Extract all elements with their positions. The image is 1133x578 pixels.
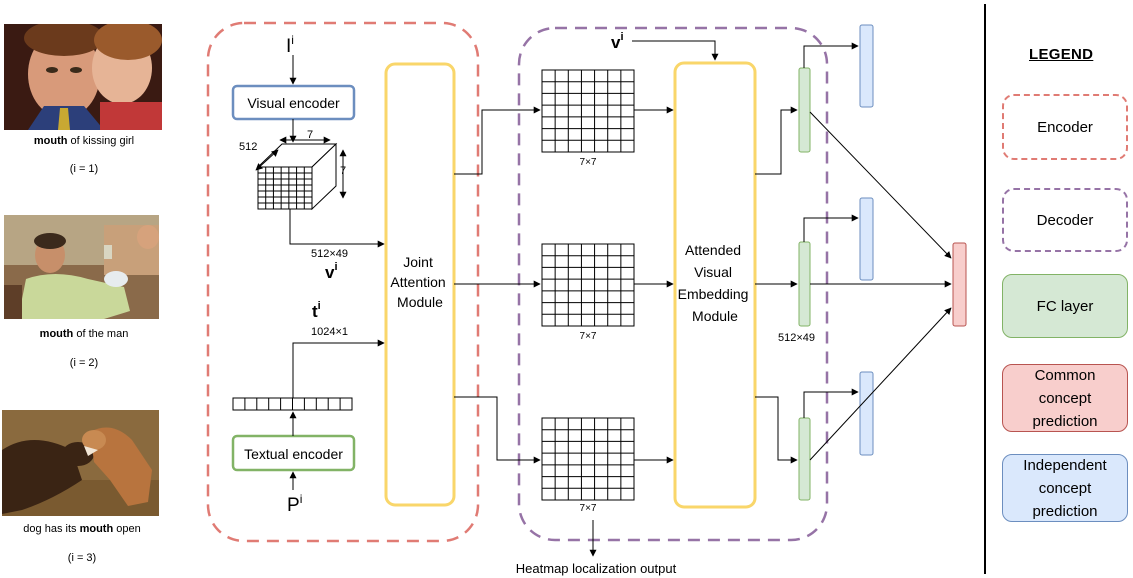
fc-size-label: 512×49 [778,332,815,344]
fc-layer-1 [798,67,811,153]
joint-attention-label: Joint Attention Module [390,254,449,310]
grid-label-3: 7×7 [580,503,597,514]
text-feature-size: 1024×1 [311,326,348,338]
attention-grid-2 [541,243,635,327]
text-embedding-vector [232,397,353,411]
legend-encoder: Encoder [1002,94,1128,160]
example-index-2: (i = 2) [69,357,99,369]
example-index-3: (i = 3) [67,552,97,564]
attended-visual-module [673,61,757,509]
visual-encoder-label: Visual encoder [247,95,340,111]
cube-depth-label: 512 [239,141,257,153]
cube-height-label: 7 [340,165,346,177]
attention-grid-1 [541,69,635,153]
decoder-input-label: vi [611,31,624,52]
legend-fc-layer: FC layer [1002,274,1128,338]
example-caption-1: mouth of kissing girl [33,135,135,147]
example-photo-man [4,215,159,319]
phrase-input-label: Pi [287,492,302,516]
text-feature-label: ti [312,300,321,321]
example-caption-3: dog has its mouth open [23,523,141,535]
fc-layer-3 [798,417,811,501]
common-prediction [952,242,967,327]
example-caption-2: mouth of the man [39,328,129,340]
legend-title: LEGEND [1029,46,1094,63]
visual-feature-label: vi [325,261,338,282]
example-photo-kissing [4,24,162,130]
legend-independent-prediction: Independent concept prediction [1002,454,1128,522]
attention-grid-3 [541,417,635,501]
independent-prediction-3 [859,371,874,456]
attended-visual-label: Attended Visual Embedding Module [678,242,753,324]
example-photo-dogs [2,410,159,516]
independent-prediction-2 [859,197,874,281]
feature-cube [256,142,338,211]
fc-layer-2 [798,241,811,327]
grid-label-2: 7×7 [580,331,597,342]
textual-encoder-label: Textual encoder [244,446,343,462]
legend-common-prediction: Common concept prediction [1002,364,1128,432]
example-index-1: (i = 1) [69,163,99,175]
legend-decoder: Decoder [1002,188,1128,252]
image-input-label: Ii [286,33,294,57]
grid-label-1: 7×7 [580,157,597,168]
heatmap-output-label: Heatmap localization output [516,561,677,576]
cube-width-label: 7 [307,129,313,141]
independent-prediction-1 [859,24,874,108]
visual-feature-size: 512×49 [311,248,348,260]
